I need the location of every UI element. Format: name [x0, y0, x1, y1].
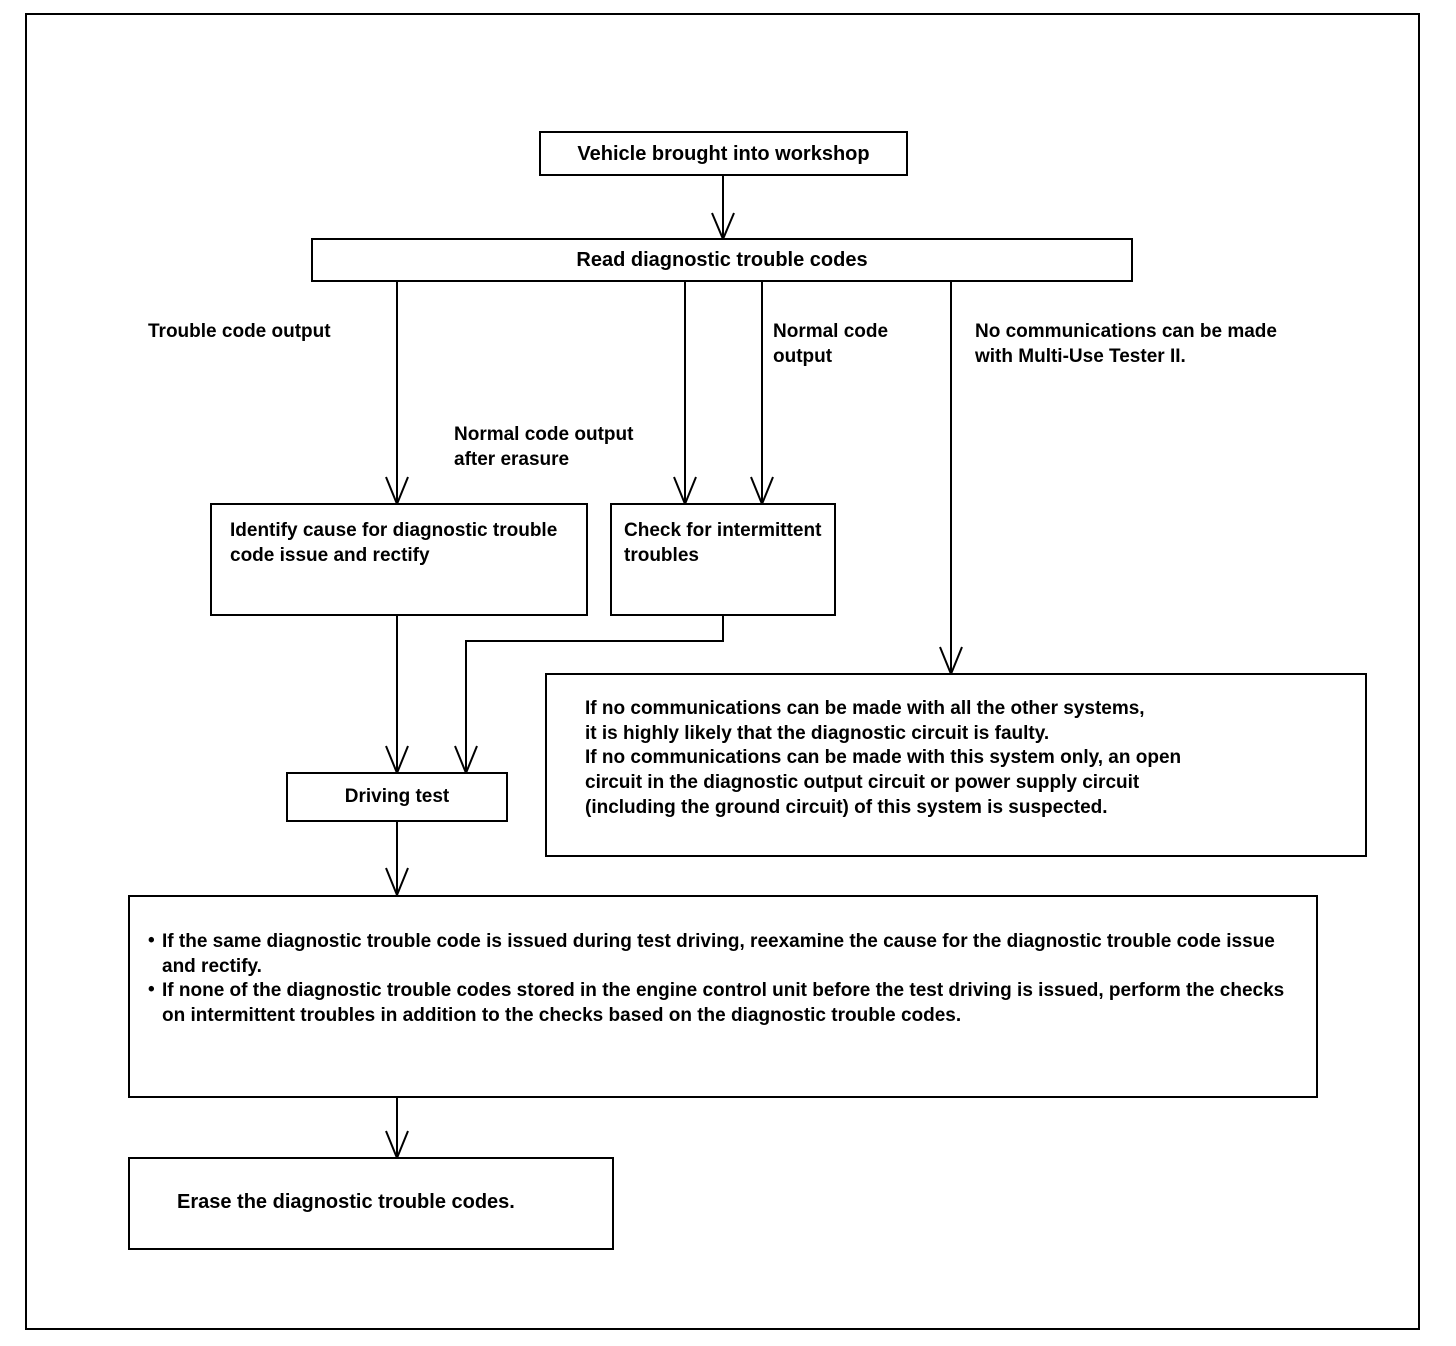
comms-info-line-3: If no communications can be made with th…: [585, 747, 1182, 769]
node-erase-codes-label: Erase the diagnostic trouble codes.: [177, 1191, 515, 1213]
node-identify-cause-label: Identify cause for diagnostic trouble co…: [230, 520, 558, 566]
node-vehicle-label: Vehicle brought into workshop: [577, 142, 870, 165]
node-post-test-notes[interactable]: If the same diagnostic trouble code is i…: [128, 895, 1318, 1098]
comms-info-line-2: it is highly likely that the diagnostic …: [585, 722, 1050, 744]
node-read-diagnostic-trouble-codes[interactable]: Read diagnostic trouble codes: [311, 238, 1133, 282]
edge-label-trouble-code-output: Trouble code output: [148, 321, 331, 342]
edge-label-normal-code-output-after-erasure: Normal code output after erasure: [454, 424, 634, 471]
edge-label-normal-code-output: Normal code output: [773, 321, 889, 368]
node-comms-info[interactable]: If no communications can be made with al…: [545, 673, 1367, 857]
comms-info-line-1: If no communications can be made with al…: [585, 698, 1145, 719]
node-driving-test-label: Driving test: [344, 785, 450, 807]
post-test-notes-list: If the same diagnostic trouble code is i…: [148, 929, 1286, 1029]
node-identify-cause[interactable]: Identify cause for diagnostic trouble co…: [210, 503, 588, 616]
node-vehicle-brought-into-workshop[interactable]: Vehicle brought into workshop: [539, 131, 908, 176]
node-check-intermittent-label: Check for intermittent troubles: [624, 520, 822, 566]
node-read-codes-label: Read diagnostic trouble codes: [576, 249, 868, 271]
node-check-intermittent-troubles[interactable]: Check for intermittent troubles: [610, 503, 836, 616]
list-item: If the same diagnostic trouble code is i…: [148, 929, 1286, 979]
comms-info-line-5: (including the ground circuit) of this s…: [585, 796, 1108, 818]
edge-label-no-communications: No communications can be made with Multi…: [975, 321, 1277, 368]
node-erase-codes[interactable]: Erase the diagnostic trouble codes.: [128, 1157, 614, 1250]
page-border: [25, 13, 1420, 1330]
comms-info-line-4: circuit in the diagnostic output circuit…: [585, 772, 1140, 794]
list-item: If none of the diagnostic trouble codes …: [148, 978, 1286, 1028]
node-driving-test[interactable]: Driving test: [286, 772, 508, 822]
